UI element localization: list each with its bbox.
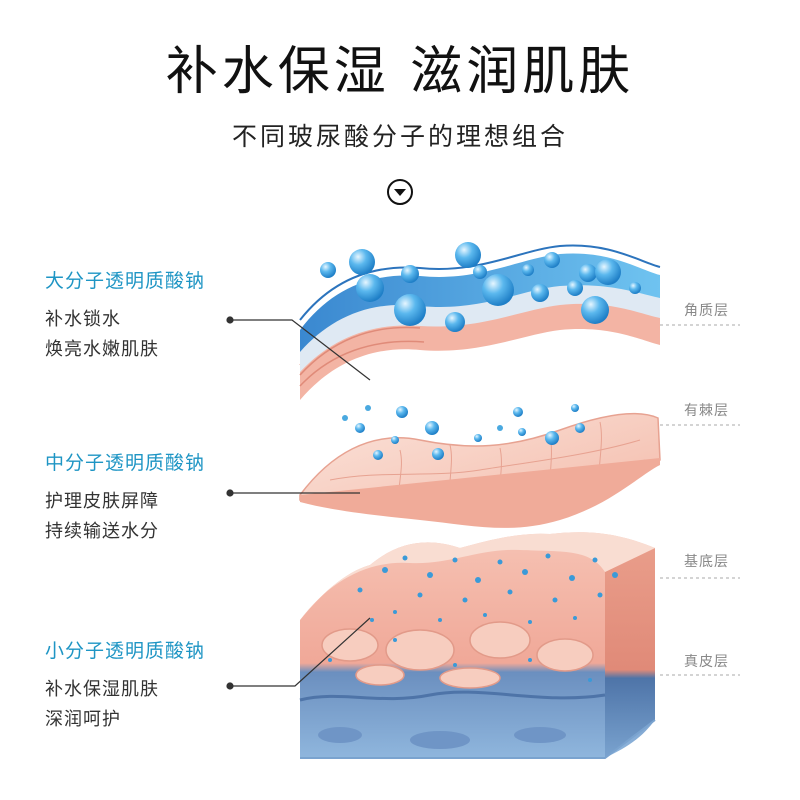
small-molecule-group: 小分子透明质酸钠 补水保湿肌肤 深润呵护 [45, 642, 205, 735]
pointer-lines [226, 316, 371, 690]
medium-molecule-group: 中分子透明质酸钠 护理皮肤屏障 持续输送水分 [45, 454, 205, 547]
layer-label-stratum-corneum: 角质层 [684, 303, 729, 319]
large-molecule-line-2: 焕亮水嫩肌肤 [45, 339, 159, 360]
large-molecule-group: 大分子透明质酸钠 补水锁水 焕亮水嫩肌肤 [45, 272, 205, 365]
medium-molecule-bubbles [342, 404, 585, 460]
layer-label-basal: 基底层 [684, 554, 729, 570]
large-molecule-line-1: 补水锁水 [45, 309, 121, 330]
spinous-layer [299, 412, 661, 528]
medium-molecule-line-1: 护理皮肤屏障 [45, 491, 159, 512]
large-molecule-heading: 大分子透明质酸钠 [45, 270, 206, 292]
stratum-corneum-layer [299, 244, 661, 400]
layer-label-lines [660, 324, 740, 676]
small-molecule-dots [328, 553, 618, 682]
layer-label-spinous: 有棘层 [684, 403, 729, 419]
layer-label-dermis: 真皮层 [684, 654, 729, 670]
large-molecule-bubbles [320, 242, 641, 332]
chevron-down-circle-icon [387, 179, 413, 205]
basal-dermis-block [299, 532, 656, 759]
page-title: 补水保湿 滋润肌肤 [165, 42, 635, 102]
small-molecule-line-2: 深润呵护 [45, 709, 121, 730]
medium-molecule-line-2: 持续输送水分 [45, 521, 159, 542]
medium-molecule-heading: 中分子透明质酸钠 [45, 452, 206, 474]
small-molecule-heading: 小分子透明质酸钠 [45, 640, 206, 662]
page-subtitle: 不同玻尿酸分子的理想组合 [231, 122, 568, 151]
small-molecule-line-1: 补水保湿肌肤 [45, 679, 159, 700]
